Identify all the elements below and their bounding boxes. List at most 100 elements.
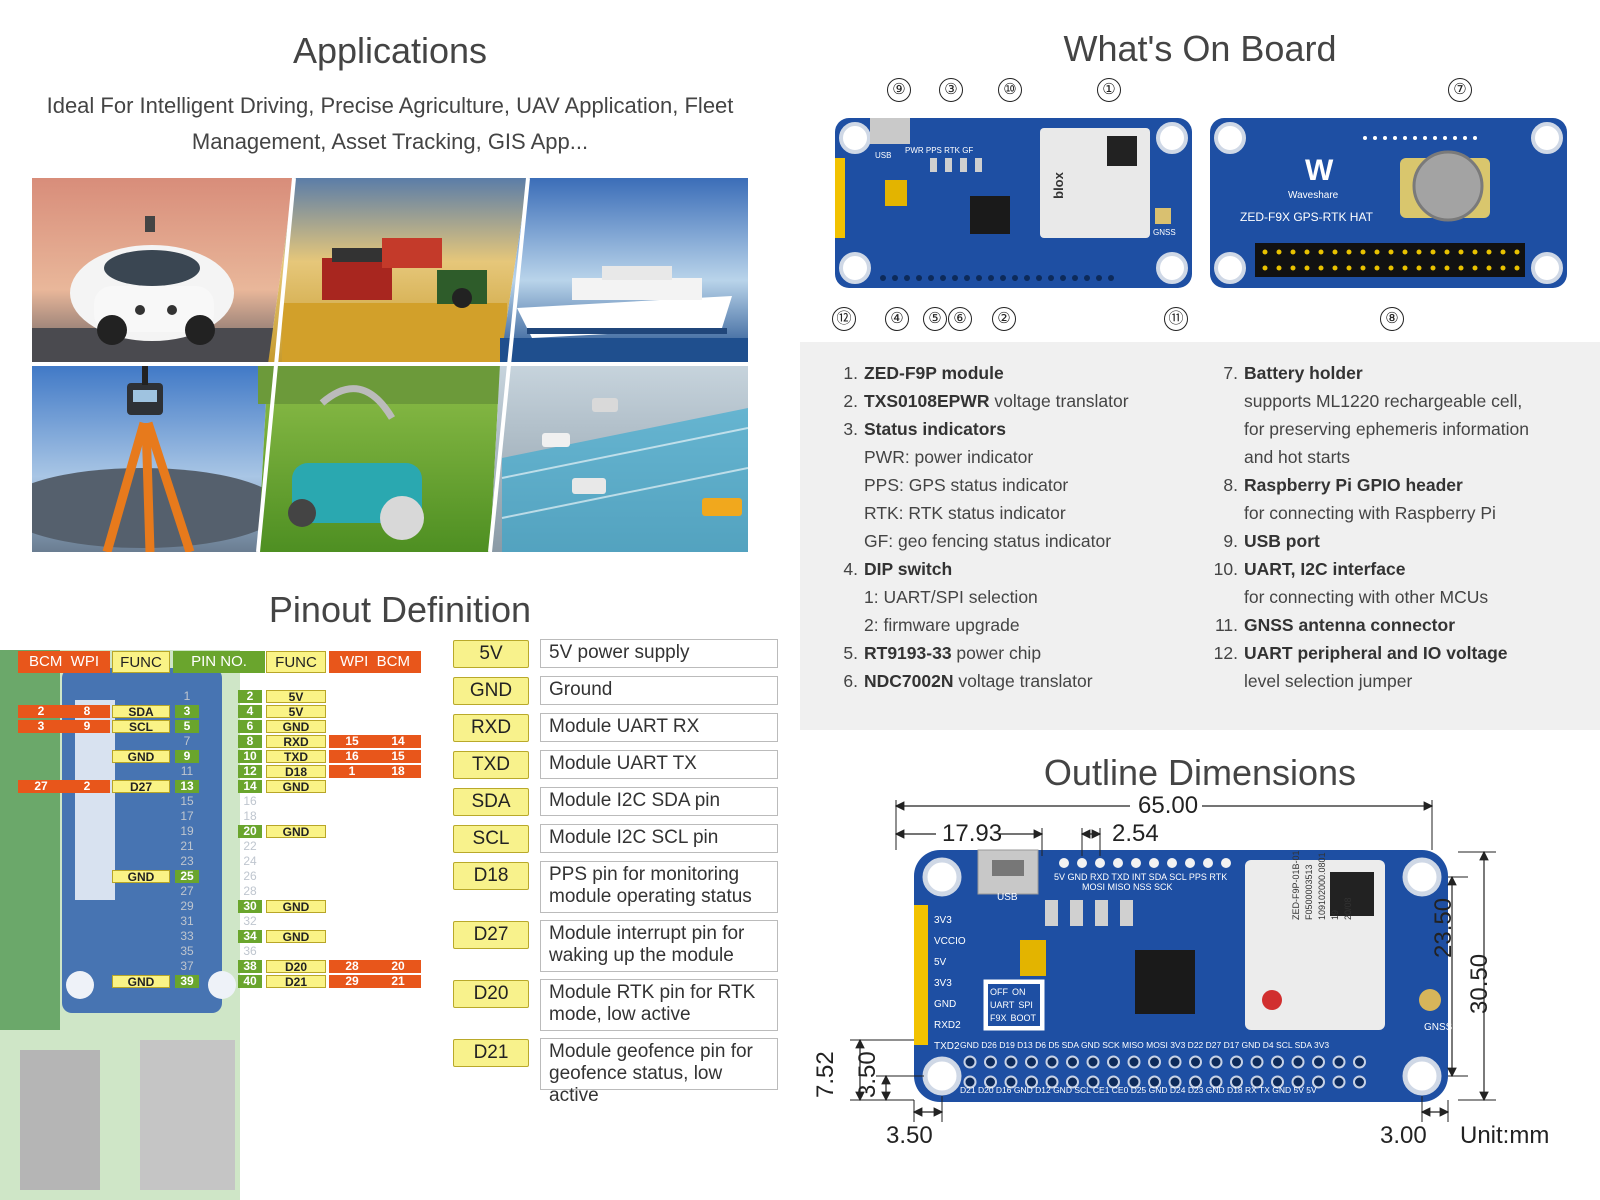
header-pin bbox=[1066, 1055, 1079, 1069]
header-pin bbox=[1209, 1075, 1223, 1089]
component-item: RTK: RTK status indicator bbox=[830, 499, 1200, 527]
dim-height-total: 30.50 bbox=[1466, 934, 1494, 1014]
pin-description: Module interrupt pin for waking up the m… bbox=[540, 920, 778, 972]
component-detail: power chip bbox=[951, 643, 1042, 663]
header-pin bbox=[1332, 1075, 1346, 1089]
gpio-pin-unused: 19 bbox=[180, 824, 194, 838]
dim-left-a: 7.52 bbox=[812, 1038, 840, 1098]
gpio-pin-right: 12 bbox=[238, 765, 262, 778]
pin-name-tag: GND bbox=[453, 677, 529, 705]
board-front-graphic bbox=[835, 118, 1192, 288]
header-pin bbox=[1025, 1075, 1038, 1089]
gpio-pin-right: 34 bbox=[238, 930, 262, 943]
header-pin bbox=[1312, 1075, 1325, 1089]
gpio-wpi-left: 9 bbox=[64, 720, 110, 733]
callout-6: ⑥ bbox=[948, 307, 972, 331]
component-name: UART peripheral and IO voltage bbox=[1244, 643, 1508, 663]
board-gnss-label: GNSS bbox=[1153, 228, 1176, 237]
uart-header-pin bbox=[1095, 858, 1105, 868]
board-back: W Waveshare ZED-F9X GPS-RTK HAT bbox=[1210, 118, 1567, 288]
module-text-line: F0500003513 bbox=[1304, 864, 1314, 920]
gpio-pin-right: 10 bbox=[238, 750, 262, 763]
pin-name-tag: D27 bbox=[453, 921, 529, 949]
gpio-pin-right: 4 bbox=[238, 705, 262, 718]
header-pin bbox=[1086, 1075, 1100, 1089]
hdr-bcm: BCM bbox=[376, 653, 411, 670]
applications-title: Applications bbox=[292, 30, 488, 71]
gpio-pin-left: 13 bbox=[175, 780, 199, 793]
hdr-wpi: WPI bbox=[70, 653, 100, 670]
header-pin bbox=[984, 1075, 997, 1089]
component-item: GF: geo fencing status indicator bbox=[830, 527, 1200, 555]
component-number: 4. bbox=[843, 559, 858, 579]
component-item: 9.USB port bbox=[1210, 527, 1600, 555]
component-name: USB port bbox=[1244, 531, 1320, 551]
header-pin bbox=[1189, 1075, 1202, 1089]
dip-label: UART bbox=[990, 1000, 1015, 1010]
header-pin bbox=[1107, 1055, 1120, 1069]
gpio-pin-unused: 22 bbox=[243, 839, 257, 853]
gpio-wpi-right: 15 bbox=[329, 735, 375, 748]
component-item: PPS: GPS status indicator bbox=[830, 471, 1200, 499]
side-label: 3V3 bbox=[934, 915, 952, 926]
header-pin bbox=[1127, 1075, 1141, 1089]
dip-label: ON bbox=[1012, 987, 1026, 997]
header-pin bbox=[1332, 1055, 1346, 1069]
header-pin bbox=[1271, 1075, 1284, 1089]
pin-name-tag: SDA bbox=[453, 788, 529, 816]
dim-usb-offset: 17.93 bbox=[942, 820, 1003, 847]
header-pin bbox=[1312, 1055, 1325, 1069]
onboard-title: What's On Board bbox=[1063, 28, 1337, 69]
header-pin bbox=[1004, 1075, 1018, 1089]
callout-7: ⑦ bbox=[1448, 78, 1472, 102]
component-item: 10.UART, I2C interface bbox=[1210, 555, 1600, 583]
header-pin bbox=[1250, 1075, 1264, 1089]
gpio-pin-unused: 37 bbox=[180, 959, 194, 973]
component-item: 7.Battery holder bbox=[1210, 359, 1600, 387]
header-pin bbox=[1230, 1055, 1243, 1069]
gpio-func-left: GND bbox=[112, 750, 170, 764]
subtitle-line: Ideal For Intelligent Driving, Precise A… bbox=[46, 93, 734, 118]
dim-height-total-text: 30.50 bbox=[1466, 953, 1493, 1014]
gpio-pin-unused: 24 bbox=[243, 854, 257, 868]
dip-label: BOOT bbox=[1010, 1013, 1037, 1023]
callout-8: ⑧ bbox=[1380, 307, 1404, 331]
board-back-graphic: W bbox=[1210, 118, 1567, 288]
gpio-func-right: D21 bbox=[266, 975, 326, 989]
uart-header-pin bbox=[1203, 858, 1213, 868]
header-pin bbox=[1189, 1055, 1202, 1069]
gpio-func-left: GND bbox=[112, 870, 170, 884]
pin-name-tag: D18 bbox=[453, 862, 529, 890]
applications-collage bbox=[2, 177, 749, 554]
pin-name-tag: 5V bbox=[453, 640, 529, 668]
component-number: 3. bbox=[843, 419, 858, 439]
hdr-bcm-wpi-left: BCM WPI bbox=[18, 651, 110, 673]
hdr-pin-no: PIN NO. bbox=[173, 651, 265, 673]
uart-header-pin bbox=[1059, 858, 1069, 868]
gpio-pin-unused: 27 bbox=[180, 884, 194, 898]
gpio-pin-left: 9 bbox=[175, 750, 199, 763]
component-item: 12.UART peripheral and IO voltage bbox=[1210, 639, 1600, 667]
gpio-pin-unused: 29 bbox=[180, 899, 194, 913]
gpio-bcm-right: 15 bbox=[375, 750, 421, 763]
board-indicator-labels: PWR PPS RTK GF bbox=[905, 146, 974, 155]
component-detail: for preserving ephemeris information bbox=[1244, 419, 1529, 439]
gpio-func-right: 5V bbox=[266, 705, 326, 719]
gpio-func-right: D20 bbox=[266, 960, 326, 974]
component-detail: supports ML1220 rechargeable cell, bbox=[1244, 391, 1523, 411]
outline-gnss-label: GNSS bbox=[1424, 1022, 1453, 1033]
component-item: 1: UART/SPI selection bbox=[830, 583, 1200, 611]
component-item: for connecting with Raspberry Pi bbox=[1210, 499, 1600, 527]
dim-width-total: 65.00 bbox=[1138, 792, 1199, 819]
component-name: Raspberry Pi GPIO header bbox=[1244, 475, 1463, 495]
module-text-line: 20/08 bbox=[1343, 897, 1353, 920]
side-label: 5V bbox=[934, 957, 947, 968]
pin-name-tag: RXD bbox=[453, 714, 529, 742]
component-item: for preserving ephemeris information bbox=[1210, 415, 1600, 443]
component-name: Status indicators bbox=[864, 419, 1006, 439]
dip-label: SPI bbox=[1018, 1000, 1033, 1010]
gpio-pin-unused: 11 bbox=[180, 764, 194, 778]
applications-subtitle: Ideal For Intelligent Driving, Precise A… bbox=[20, 88, 760, 160]
